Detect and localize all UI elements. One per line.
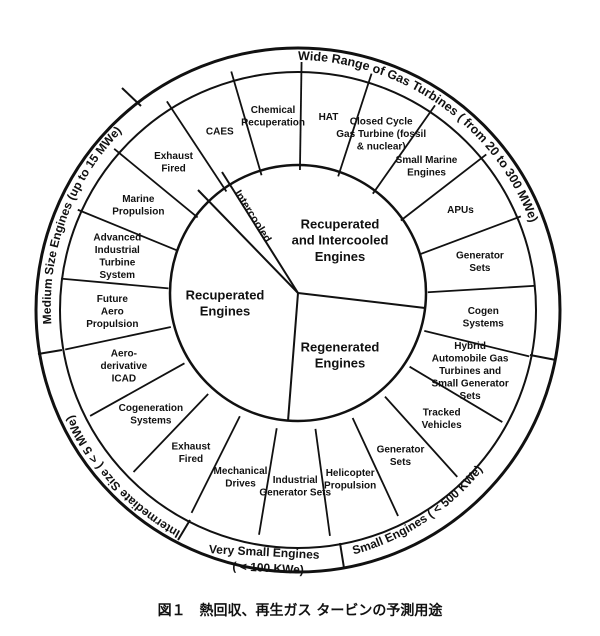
band-divider-wide-medium: [121, 87, 142, 107]
segment-divider: [419, 215, 522, 256]
figure-caption: 図１ 熱回収、再生ガス タービンの予測用途: [157, 603, 443, 619]
segment-divider: [258, 428, 278, 535]
core-divider-bottom: [287, 292, 299, 422]
segment-divider: [351, 417, 399, 517]
segment-divider: [132, 393, 209, 473]
segment-divider: [190, 415, 241, 514]
band-divider-verysmall-small: [339, 542, 345, 569]
application-wheel-svg: Wide Range of Gas Turbines ( from 20 to …: [34, 46, 562, 577]
ring-label-very-small-line2: ( < 100 KWe): [232, 559, 304, 577]
segment-divider: [384, 396, 458, 478]
segment-ring-outer: [59, 71, 537, 549]
segment-divider: [424, 329, 530, 358]
band-divider-intermediate-verysmall: [177, 519, 191, 541]
core-label-intercooled: Intercooled: [232, 188, 274, 245]
segment-divider: [314, 428, 331, 536]
segment-divider: [409, 365, 503, 423]
segment-divider: [89, 362, 185, 417]
inner-circle: [168, 163, 428, 423]
segment-divider: [230, 71, 263, 176]
segment-divider: [337, 73, 373, 177]
ring-label-intermediate: Intermediate Size ( < 5 MWe): [63, 413, 183, 541]
outer-circle: [34, 46, 562, 574]
segment-divider: [427, 284, 536, 294]
segment-label: CAES: [206, 127, 234, 138]
band-divider-medium-intermediate: [37, 349, 63, 355]
segment-divider: [60, 277, 169, 290]
segment-divider: [400, 153, 487, 222]
segment-label: HAT: [319, 112, 339, 123]
segment-divider: [65, 326, 172, 351]
core-divider-right: [297, 292, 426, 309]
segment-divider: [113, 148, 199, 219]
segment-divider: [166, 100, 228, 193]
segment-divider: [77, 208, 179, 252]
segment-divider: [372, 104, 436, 195]
ring-label-very-small-line1: Very Small Engines: [209, 542, 321, 562]
segment-divider: [299, 62, 303, 171]
core-divider-intercooled: [197, 189, 299, 294]
band-divider-small-wide: [529, 354, 557, 361]
segment-label: APUs: [447, 205, 474, 216]
core-divider-intercooled-2: [221, 171, 299, 294]
